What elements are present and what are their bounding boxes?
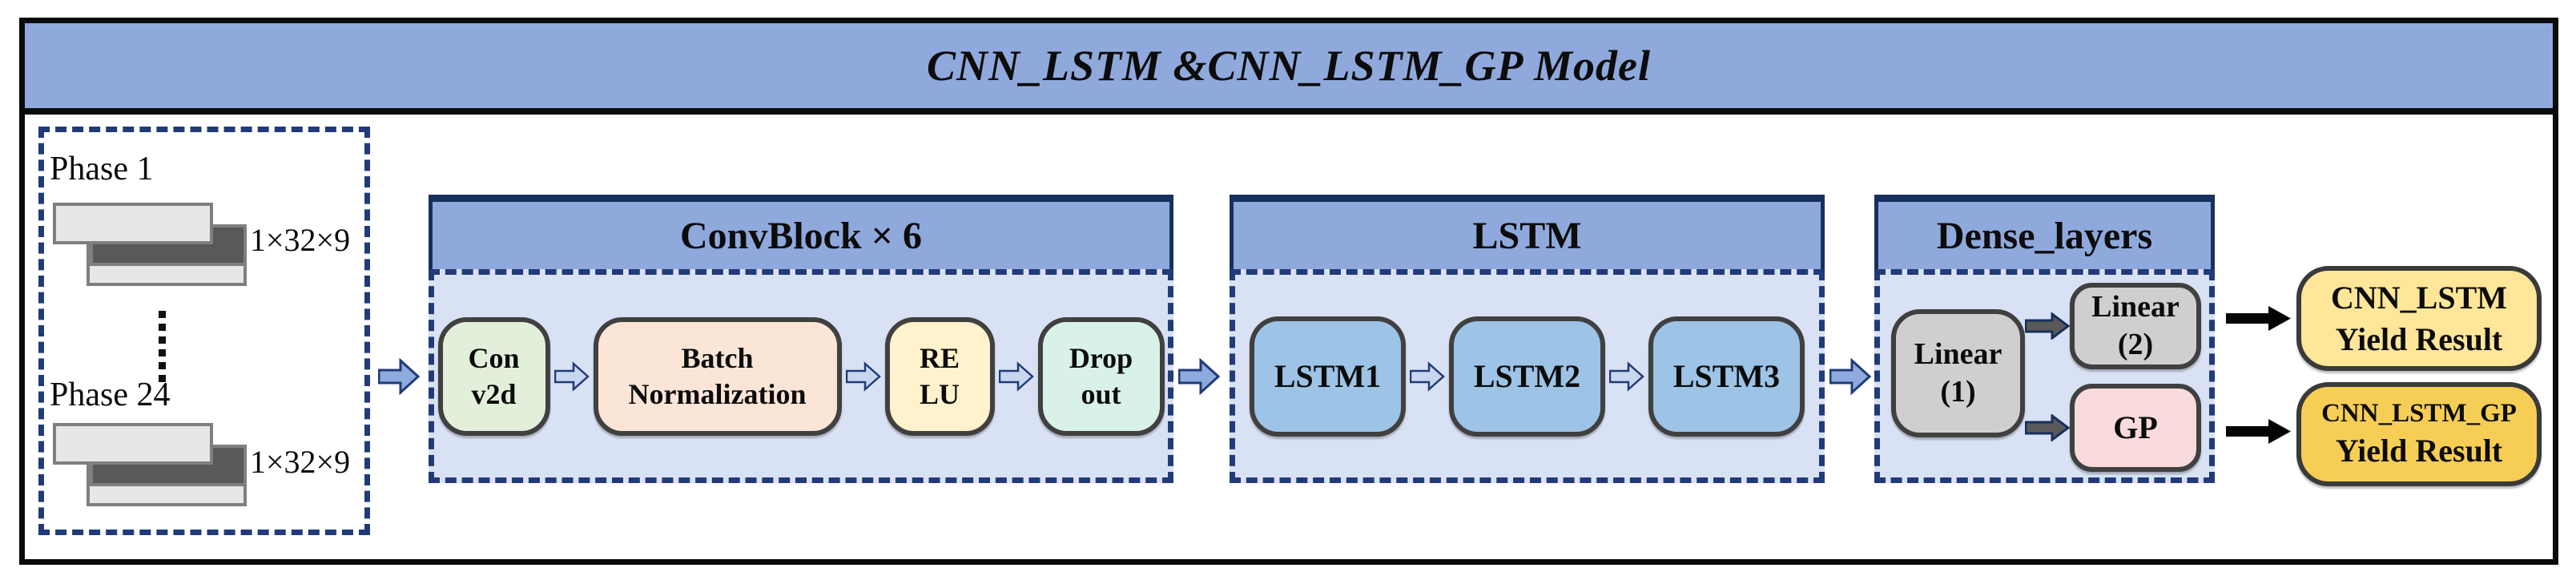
diagram-title: CNN_LSTM &CNN_LSTM_GP Model bbox=[926, 42, 1652, 90]
step-arrow-icon bbox=[845, 360, 881, 392]
dense-layers-title: Dense_layers bbox=[1936, 214, 2153, 257]
dense-layers-header: Dense_layers bbox=[1874, 195, 2215, 269]
dense-layers-body: Linear (1) Linear (2) GP bbox=[1874, 269, 2215, 483]
lstm1-block: LSTM1 bbox=[1250, 316, 1406, 437]
linear1-block: Linear (1) bbox=[1891, 309, 2025, 437]
cnn-lstm-gp-yield-result-box: CNN_LSTM_GP Yield Result bbox=[2296, 382, 2542, 486]
phase-24-dims-label: 1×32×9 bbox=[250, 444, 351, 480]
lstm-header: LSTM bbox=[1230, 195, 1825, 269]
convblock-title: ConvBlock × 6 bbox=[679, 214, 923, 257]
lstm-title: LSTM bbox=[1472, 214, 1582, 257]
dense-branch-arrow-icon bbox=[2025, 312, 2070, 340]
tensor-card-front bbox=[53, 203, 213, 244]
lstm2-block: LSTM2 bbox=[1449, 316, 1605, 437]
convblock-header: ConvBlock × 6 bbox=[429, 195, 1173, 269]
diagram-title-bar: CNN_LSTM &CNN_LSTM_GP Model bbox=[25, 23, 2553, 115]
ellipsis-dots-icon bbox=[159, 311, 166, 382]
flow-arrow-convblock-to-lstm-icon bbox=[1178, 358, 1220, 395]
dense-branch-arrow-icon bbox=[2025, 414, 2070, 441]
phase-1-label: Phase 1 bbox=[50, 151, 154, 187]
lstm-section: LSTM LSTM1 LSTM2 LSTM3 bbox=[1230, 195, 1825, 483]
flow-arrow-lstm-to-dense-icon bbox=[1829, 358, 1871, 395]
output-arrow-cnn-lstm-gp-icon bbox=[2226, 419, 2291, 444]
step-arrow-icon bbox=[1410, 360, 1445, 392]
flow-arrow-input-to-convblock-icon bbox=[378, 358, 420, 395]
phase-24-label: Phase 24 bbox=[50, 377, 171, 413]
cnn-lstm-yield-result-box: CNN_LSTM Yield Result bbox=[2296, 266, 2542, 371]
convblock-section: ConvBlock × 6 Con v2d Batch Normalizatio… bbox=[429, 195, 1173, 483]
step-arrow-icon bbox=[1609, 360, 1644, 392]
tensor-card-front bbox=[53, 423, 213, 465]
batch-normalization-block: Batch Normalization bbox=[593, 316, 842, 436]
step-arrow-icon bbox=[553, 360, 590, 392]
step-arrow-icon bbox=[998, 360, 1034, 392]
dropout-block: Drop out bbox=[1037, 316, 1165, 436]
linear2-block: Linear (2) bbox=[2070, 283, 2201, 369]
lstm-body: LSTM1 LSTM2 LSTM3 bbox=[1230, 269, 1825, 483]
convblock-body: Con v2d Batch Normalization RE LU Drop bbox=[429, 269, 1173, 483]
phase-1-dims-label: 1×32×9 bbox=[250, 222, 351, 258]
dense-layers-section: Dense_layers Linear (1) Linear (2) GP bbox=[1874, 195, 2215, 483]
output-arrow-cnn-lstm-icon bbox=[2226, 306, 2291, 331]
gp-block: GP bbox=[2070, 384, 2201, 472]
lstm3-block: LSTM3 bbox=[1648, 316, 1805, 437]
relu-block: RE LU bbox=[884, 316, 995, 436]
conv2d-block: Con v2d bbox=[437, 316, 550, 436]
